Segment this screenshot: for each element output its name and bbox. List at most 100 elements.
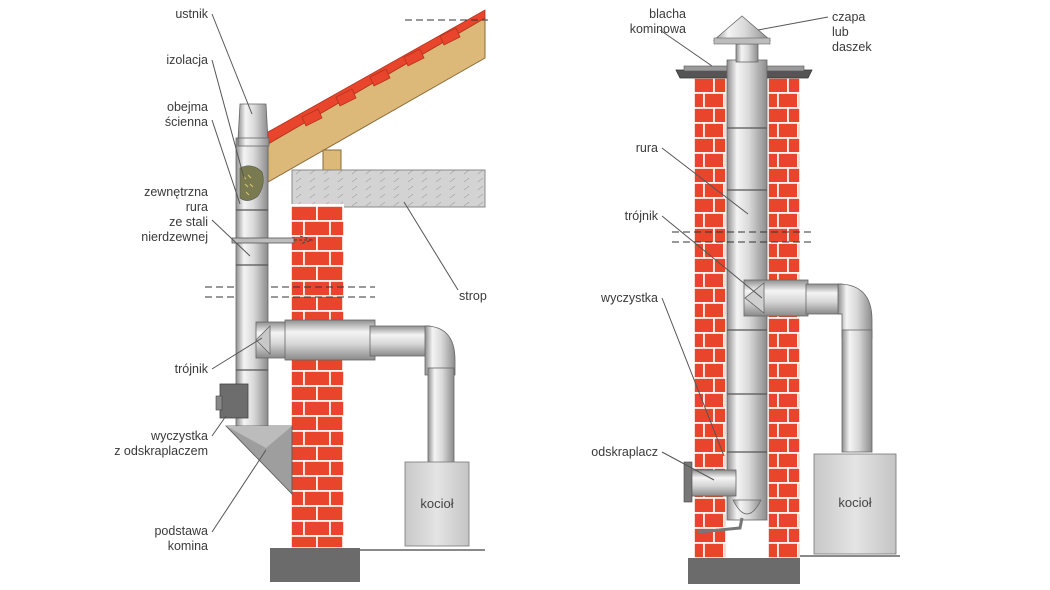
- brick: [703, 542, 725, 559]
- brick: [329, 250, 345, 267]
- brick: [329, 430, 345, 447]
- label-ustnik: ustnik: [175, 7, 208, 21]
- brick: [723, 152, 727, 169]
- brick: [787, 497, 801, 514]
- brick: [303, 400, 331, 417]
- brick: [290, 505, 318, 522]
- brick: [723, 392, 727, 409]
- brick: [693, 302, 705, 319]
- brick: [290, 280, 305, 297]
- brick: [767, 167, 789, 184]
- left-pipe-rings: [236, 209, 268, 371]
- brick: [787, 347, 801, 364]
- brick: [329, 280, 345, 297]
- label-zewn-3: ze stali: [169, 215, 208, 229]
- brick: [797, 512, 801, 529]
- left-boiler-label: kocioł: [420, 496, 453, 511]
- brick: [723, 92, 727, 109]
- label-wyczystka-right: wyczystka: [600, 291, 658, 305]
- brick: [290, 250, 305, 267]
- right-tee-joint: [744, 282, 765, 314]
- brick: [303, 460, 331, 477]
- brick: [797, 242, 801, 259]
- brick: [787, 197, 801, 214]
- brick: [723, 362, 727, 379]
- brick: [713, 347, 727, 364]
- brick: [303, 430, 331, 447]
- brick: [693, 152, 705, 169]
- brick: [723, 212, 727, 229]
- roof-post: [322, 149, 342, 171]
- brick: [290, 475, 318, 492]
- brick: [290, 370, 305, 387]
- left-bracket-anchor: [294, 235, 314, 245]
- left-drawing: kocioł ustnik izolacja obejma ścienna ze…: [114, 7, 488, 582]
- brick: [767, 77, 789, 94]
- brick: [723, 452, 727, 469]
- brick: [693, 242, 705, 259]
- brick: [767, 467, 789, 484]
- brick: [767, 437, 789, 454]
- brick: [767, 362, 779, 379]
- label-czapa-1: czapa: [832, 10, 865, 24]
- left-foundation: [270, 548, 360, 582]
- brick: [329, 400, 345, 417]
- brick: [290, 430, 305, 447]
- brick: [777, 152, 799, 169]
- brick: [316, 295, 344, 312]
- brick: [693, 377, 715, 394]
- brick: [693, 542, 705, 559]
- brick: [693, 317, 715, 334]
- label-podstawa-2: komina: [168, 539, 208, 553]
- brick: [703, 92, 725, 109]
- left-cleanout-box: [219, 383, 249, 419]
- brick: [777, 242, 799, 259]
- right-cap-rim: [713, 37, 771, 45]
- brick: [703, 182, 725, 199]
- label-blacha-2: kominowa: [630, 22, 686, 36]
- brick: [767, 92, 779, 109]
- brick: [703, 392, 725, 409]
- brick: [713, 167, 727, 184]
- right-condensate-trap: [732, 499, 762, 515]
- brick: [693, 122, 705, 139]
- brick: [329, 220, 345, 237]
- brick: [316, 205, 344, 222]
- brick: [303, 280, 331, 297]
- right-cap-stem: [735, 43, 759, 63]
- brick: [703, 212, 725, 229]
- brick: [723, 542, 727, 559]
- brick: [767, 527, 789, 544]
- left-boiler: [404, 461, 470, 547]
- brick: [703, 332, 725, 349]
- left-outlet-cap: [237, 103, 269, 141]
- right-boiler: [813, 453, 897, 555]
- brick: [703, 362, 725, 379]
- label-podstawa-1: podstawa: [154, 524, 208, 538]
- brick: [290, 400, 305, 417]
- brick: [303, 220, 331, 237]
- brick: [693, 107, 715, 124]
- brick: [316, 475, 344, 492]
- brick: [767, 212, 779, 229]
- brick: [797, 182, 801, 199]
- brick: [693, 422, 705, 439]
- brick: [723, 422, 727, 439]
- brick: [290, 535, 318, 549]
- brick: [693, 77, 715, 94]
- brick: [316, 235, 344, 252]
- left-leader-lines: [211, 13, 459, 533]
- brick: [797, 362, 801, 379]
- brick: [723, 332, 727, 349]
- brick: [797, 422, 801, 439]
- brick: [316, 505, 344, 522]
- brick: [290, 265, 318, 282]
- brick: [290, 295, 318, 312]
- brick: [290, 385, 318, 402]
- right-down-pipe: [841, 329, 873, 453]
- roof-tile-bumps: [301, 27, 461, 127]
- right-cap-cone: [712, 15, 772, 41]
- brick: [797, 122, 801, 139]
- right-brick-column-right: [767, 76, 801, 560]
- brick: [693, 407, 715, 424]
